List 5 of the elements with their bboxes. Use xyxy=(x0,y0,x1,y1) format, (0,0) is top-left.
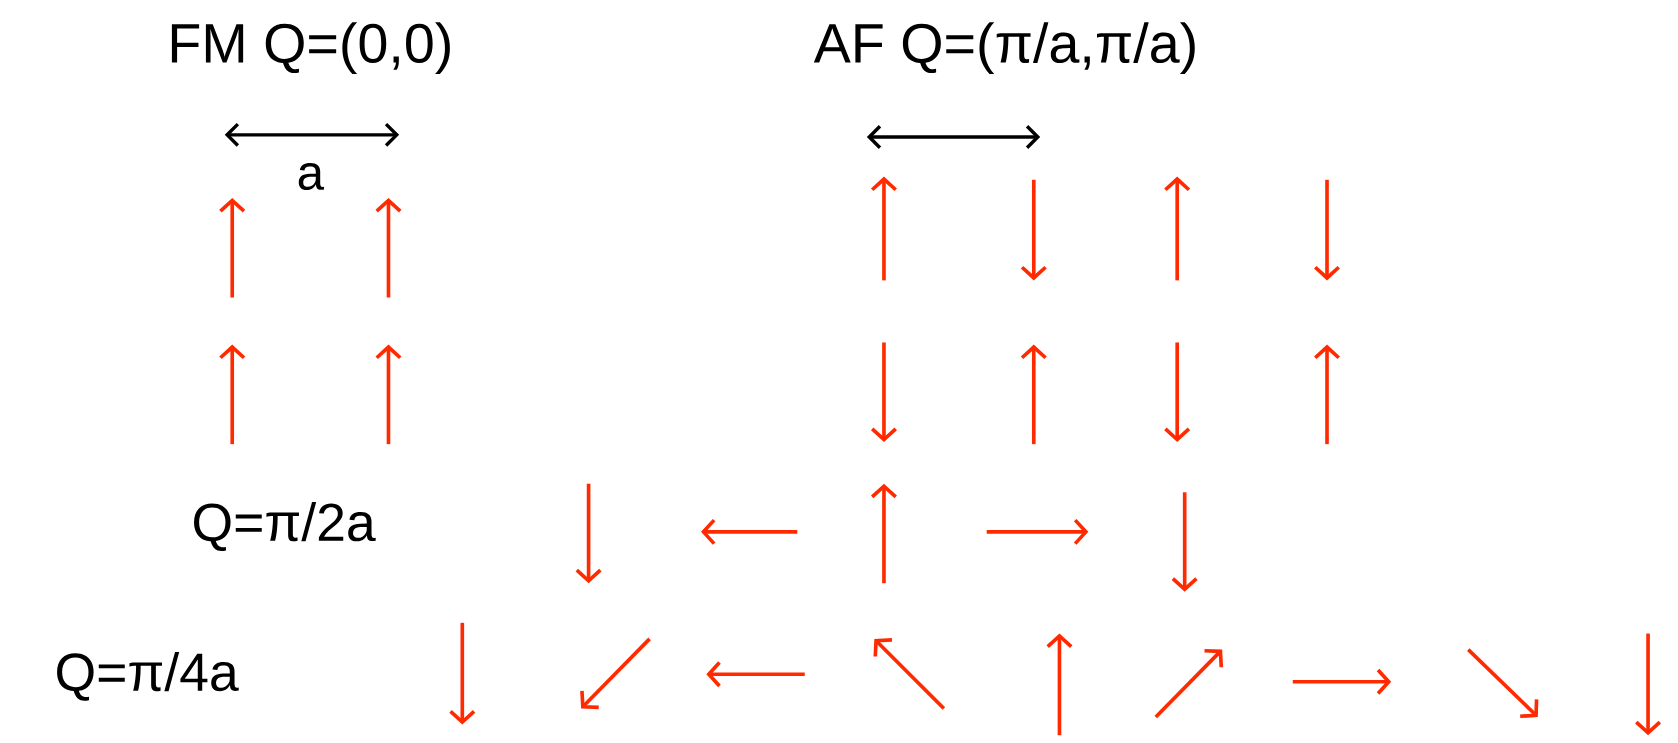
panel-heading: FM Q=(0,0) xyxy=(171,22,450,75)
row-label: Q=π/2a xyxy=(194,502,376,552)
dimension-label: a xyxy=(298,163,325,191)
row-label: Q=π/4a xyxy=(57,652,239,701)
panel-heading: AF Q=(π/a,π/a) xyxy=(813,22,1195,75)
